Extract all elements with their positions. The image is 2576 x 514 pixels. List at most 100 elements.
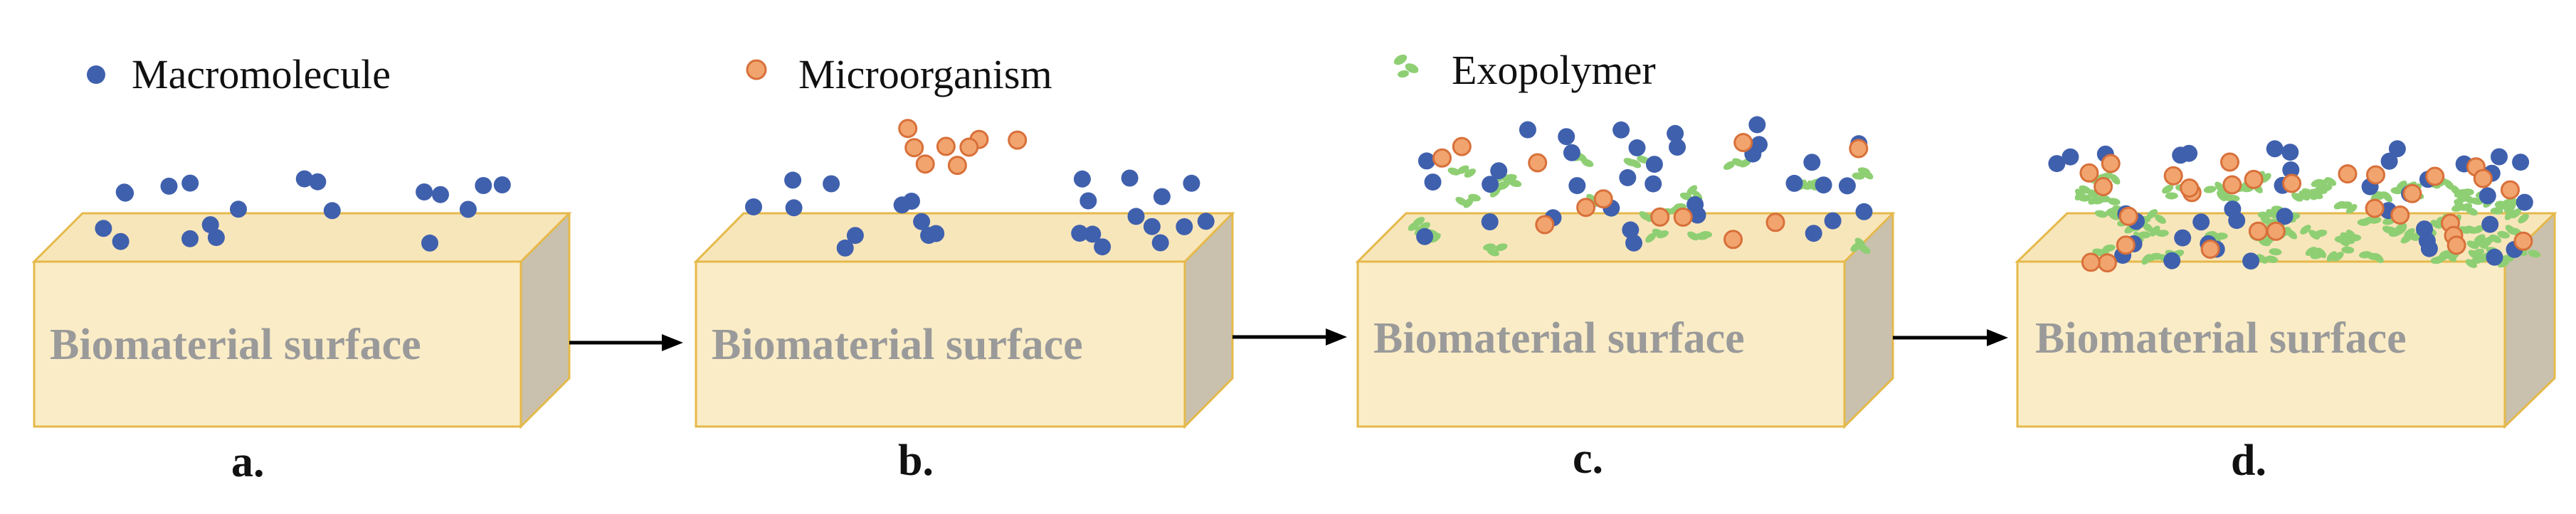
surface-label: Biomaterial surface — [712, 321, 1083, 369]
macromolecule — [2276, 208, 2293, 225]
panel-b: Biomaterial surface b. — [693, 119, 1235, 485]
macromolecule — [785, 199, 803, 217]
macromolecule — [1855, 203, 1873, 220]
macromolecule — [2242, 252, 2260, 270]
exopolymer — [2334, 229, 2357, 243]
macromolecule — [1563, 144, 1580, 161]
macromolecule — [1645, 156, 1663, 173]
macromolecule — [230, 200, 247, 218]
microorganism — [2425, 166, 2445, 186]
macromolecule — [2224, 200, 2242, 218]
microorganism — [2180, 178, 2200, 198]
exopolymer — [1645, 228, 1669, 243]
macromolecule — [2172, 146, 2190, 164]
macromolecule — [2516, 193, 2533, 211]
macromolecule — [2282, 161, 2300, 178]
macromolecule — [181, 174, 199, 192]
macromolecule — [181, 230, 199, 247]
exopolymer — [2300, 225, 2328, 240]
macromolecule — [1805, 225, 1822, 242]
macromolecule — [112, 232, 130, 250]
microorganism — [1535, 215, 1555, 235]
microorganism — [2244, 169, 2264, 189]
macromolecule — [745, 198, 762, 215]
macromolecule — [475, 177, 492, 194]
macromolecule — [1121, 169, 1139, 187]
macromolecule — [1482, 176, 1499, 193]
macromolecule — [1416, 227, 1434, 245]
microorganism — [2338, 164, 2358, 184]
microorganism — [2079, 163, 2099, 183]
macromolecule — [295, 170, 313, 188]
macromolecule — [1689, 206, 1706, 224]
macromolecule — [2479, 187, 2496, 205]
macromolecule — [115, 183, 133, 201]
exopolymer — [2333, 200, 2358, 214]
exopolymer — [2474, 234, 2502, 247]
exopolymer — [2458, 225, 2485, 234]
microorganism — [2513, 231, 2533, 251]
legend: Macromolecule Microorganism Exopolymer — [87, 47, 1656, 97]
exopolymer — [2454, 195, 2475, 210]
microorganism-icon — [746, 59, 767, 80]
macromolecule — [846, 227, 864, 245]
macromolecule — [1197, 213, 1215, 230]
microorganism — [1432, 148, 1452, 168]
microorganism — [2116, 235, 2136, 255]
microorganism — [2118, 206, 2138, 226]
block-front — [2016, 260, 2506, 428]
exopolymer — [2305, 247, 2327, 259]
exopolymer — [2311, 177, 2337, 190]
microorganism — [2094, 177, 2113, 196]
legend-item-macromolecule: Macromolecule — [87, 51, 391, 97]
microorganism — [1765, 213, 1785, 232]
surface-label: Biomaterial surface — [1373, 314, 1745, 363]
panel-label-c: c. — [1573, 434, 1603, 483]
particle-layer — [95, 170, 511, 252]
legend-item-microorganism: Microorganism — [746, 51, 1052, 97]
macromolecule — [160, 177, 178, 195]
microorganism — [2163, 166, 2183, 186]
macromolecule — [1619, 168, 1637, 186]
macromolecule — [2481, 215, 2499, 233]
macromolecule — [2491, 148, 2508, 166]
macromolecule — [784, 171, 802, 189]
macromolecule — [2512, 154, 2530, 171]
macromolecule — [1084, 225, 1102, 243]
block-front — [695, 260, 1186, 428]
microorganism — [1650, 207, 1670, 227]
exopolymer — [2093, 195, 2121, 205]
exopolymer — [2142, 223, 2169, 237]
microorganism — [2222, 175, 2242, 195]
macromolecule — [1568, 177, 1586, 195]
legend-label-microorganism: Microorganism — [798, 51, 1052, 97]
exopolymer — [2370, 191, 2392, 203]
microorganism — [1576, 198, 1596, 218]
exopolymer — [1850, 237, 1871, 255]
macromolecule — [1667, 124, 1684, 142]
macromolecule — [2281, 144, 2299, 161]
macromolecule-icon — [87, 65, 105, 84]
macromolecule — [1143, 218, 1161, 235]
exopolymer — [2326, 246, 2355, 262]
microorganism — [2266, 221, 2286, 241]
microorganism — [2081, 252, 2101, 272]
macromolecule — [323, 202, 341, 220]
macromolecule — [1071, 225, 1089, 242]
exopolymer — [2450, 185, 2474, 198]
macromolecule — [1558, 128, 1575, 146]
macromolecule — [1785, 174, 1803, 192]
macromolecule — [1080, 192, 1097, 210]
microorganism — [898, 119, 918, 139]
biomaterial-block: Biomaterial surface — [693, 212, 1235, 429]
microorganism — [1008, 130, 1028, 150]
macromolecule — [1176, 218, 1193, 235]
exopolymer — [2291, 190, 2317, 202]
macromolecule — [1481, 213, 1499, 230]
panel-a: Biomaterial surface a. — [31, 170, 572, 486]
macromolecule — [2163, 252, 2181, 269]
macromolecule — [2192, 213, 2210, 231]
panel-label-b: b. — [898, 437, 934, 485]
macromolecule — [459, 200, 477, 218]
